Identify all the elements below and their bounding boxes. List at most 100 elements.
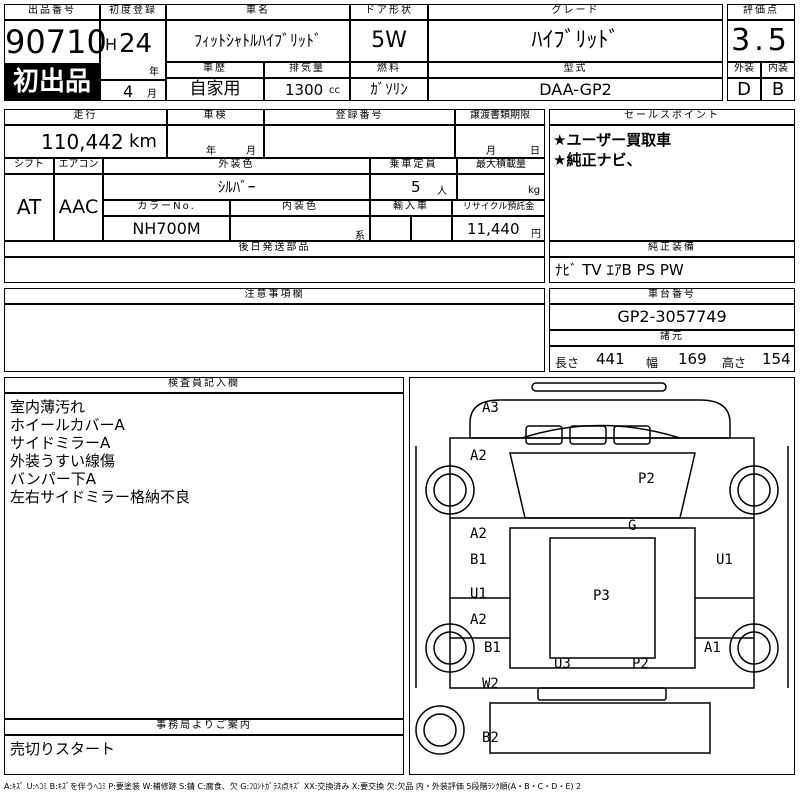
shift-label: シフト	[4, 158, 54, 174]
width-label: 幅	[646, 356, 659, 370]
exterior-label: 外装	[727, 62, 761, 78]
displacement-label: 排気量	[264, 62, 350, 78]
damage-u3: U3	[554, 656, 571, 672]
inspection-month-unit: 月	[246, 146, 256, 157]
yen-unit: 円	[531, 229, 541, 240]
width: 169	[678, 350, 707, 368]
inspector-note: ホイールカバーA	[10, 416, 125, 434]
notes-label: 注意事項欄	[4, 288, 545, 304]
int-color-box: 系	[230, 216, 370, 242]
max-load-box: kg	[457, 174, 545, 200]
fuel: ｶﾞｿﾘﾝ	[350, 78, 428, 101]
selling-points-box: ★ユーザー買取車 ★純正ナビ、	[549, 125, 795, 241]
chassis-label: 車台番号	[549, 288, 795, 304]
km-unit: km	[129, 131, 157, 152]
damage-p2-rear: P2	[632, 656, 649, 672]
model-label: 型式	[428, 62, 723, 78]
car-outline-diagram	[415, 382, 789, 755]
displacement-box: 1300 cc	[264, 78, 350, 101]
model: DAA-GP2	[428, 78, 723, 101]
displacement: 1300	[285, 81, 324, 99]
inspector-note: バンパー下A	[10, 470, 97, 488]
lot-number: 90710	[4, 20, 107, 64]
car-name-label: 車名	[166, 4, 350, 20]
selling-point-1: ★ユーザー買取車	[553, 131, 672, 149]
damage-p2-top: P2	[638, 471, 655, 487]
recycle-fee: 11,440	[467, 220, 520, 238]
mileage-label: 走行	[4, 109, 167, 125]
registration-month: 4	[123, 82, 134, 101]
inspection-label: 車検	[167, 109, 264, 125]
damage-w2: W2	[482, 676, 499, 692]
score: 3.5	[727, 20, 795, 62]
int-color-unit: 系	[355, 231, 365, 242]
inspector-note: 室内薄汚れ	[10, 398, 86, 416]
transfer-doc-box: 月 日	[455, 125, 545, 158]
damage-b1-rear: B1	[484, 640, 501, 656]
equipment-label: 純正装備	[549, 241, 795, 257]
damage-u1-right: U1	[716, 552, 733, 568]
height-label: 高さ	[722, 356, 747, 370]
ac: AAC	[54, 174, 103, 241]
selling-point-2: ★純正ナビ、	[553, 151, 642, 169]
color-no-label: カラーNo.	[103, 200, 230, 216]
specs-box: 長さ 441 幅 169 高さ 154	[549, 346, 795, 372]
exterior-grade: D	[727, 78, 761, 101]
damage-a2-left: A2	[470, 526, 487, 542]
damage-g: G	[628, 518, 637, 534]
first-registration-box: H 24 年	[100, 20, 166, 80]
chassis-number: GP2-3057749	[549, 304, 795, 330]
month-unit: 月	[147, 89, 157, 100]
inspector-notes-box: 室内薄汚れ ホイールカバーA サイドミラーA 外装うすい線傷 バンパー下A 左右…	[4, 393, 404, 719]
int-color-label: 内装色	[230, 200, 370, 216]
office-box: 売切りスタート	[4, 735, 404, 775]
selling-points-label: セールスポイント	[549, 109, 795, 125]
seats-unit: 人	[437, 186, 447, 197]
damage-b2: B2	[482, 730, 499, 746]
inspection-year-unit: 年	[206, 146, 216, 157]
damage-a1: A1	[704, 640, 721, 656]
interior-label: 内装	[761, 62, 795, 78]
history: 自家用	[166, 78, 264, 101]
damage-u1-left: U1	[470, 586, 487, 602]
kg-unit: kg	[528, 185, 541, 196]
max-load-label: 最大積載量	[457, 158, 545, 174]
registration-month-box: 4 月	[100, 80, 166, 101]
recycle-box: 11,440 円	[452, 216, 545, 241]
first-listing-badge: 初出品	[4, 64, 100, 101]
equipment: ﾅﾋﾞ TV ｴｱB PS PW	[549, 257, 795, 283]
damage-b1-left: B1	[470, 552, 487, 568]
fuel-label: 燃料	[350, 62, 428, 78]
seats-box: 5 人	[370, 174, 457, 200]
first-registration-label: 初度登録	[100, 4, 166, 20]
mileage-box: 110,442 km	[4, 125, 167, 158]
grade: ﾊｲﾌﾞﾘｯﾄﾞ	[428, 20, 723, 62]
legend: A:ｷｽﾞ U:ﾍｺﾐ B:ｷｽﾞを伴うﾍｺﾐ P:要塗装 W:補修跡 S:錆 …	[4, 782, 582, 791]
plate-box	[264, 125, 455, 158]
damage-a2-top: A2	[470, 448, 487, 464]
specs-label: 諸元	[549, 330, 795, 346]
grade-label: グレード	[428, 4, 723, 20]
damage-a2-left2: A2	[470, 612, 487, 628]
later-parts-box	[4, 257, 545, 283]
inspector-note: サイドミラーA	[10, 434, 111, 452]
notes-box	[4, 304, 545, 372]
mileage: 110,442	[41, 130, 124, 154]
door-label: ドア形状	[350, 4, 428, 20]
door-type: 5W	[350, 20, 428, 62]
ac-label: エアコン	[54, 158, 103, 174]
office-label: 事務局よりご案内	[4, 719, 404, 735]
shift: AT	[4, 174, 54, 241]
recycle-label: リサイクル預託金	[452, 200, 545, 216]
import-box-2	[411, 216, 452, 241]
history-label: 車歴	[166, 62, 264, 78]
ext-color-label: 外装色	[103, 158, 370, 174]
damage-a3: A3	[482, 400, 499, 416]
inspection-box: 年 月	[167, 125, 264, 158]
ext-color: ｼﾙﾊﾞｰ	[103, 174, 370, 200]
transfer-doc-label: 譲渡書類期限	[455, 109, 545, 125]
lot-number-label: 出品番号	[4, 4, 100, 20]
inspector-note: 左右サイドミラー格納不良	[10, 488, 191, 506]
damage-p3: P3	[593, 588, 610, 604]
era: H	[105, 35, 118, 54]
